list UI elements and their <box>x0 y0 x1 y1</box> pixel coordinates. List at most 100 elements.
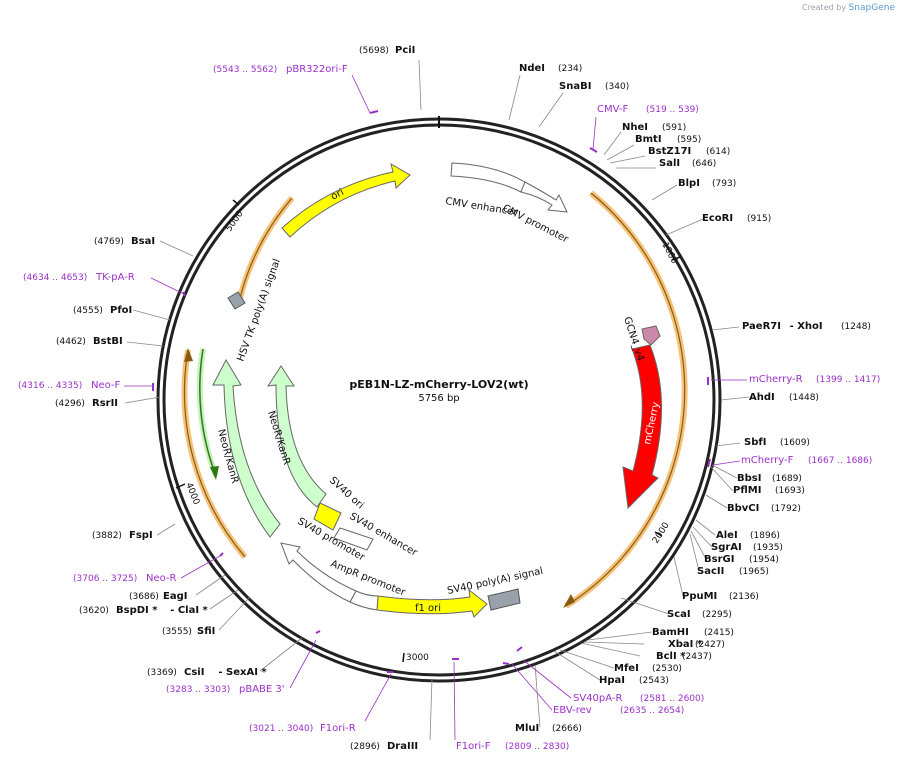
orf-arc-neo-line <box>183 349 246 558</box>
tick-1000: 1000 <box>659 241 679 266</box>
enzyme-bsai-name: BsaI <box>131 236 155 247</box>
label-hsv-tk-polya: HSV TK poly(A) signal <box>235 257 282 363</box>
enzyme-bbvci-pos: (1792) <box>771 504 801 514</box>
enzyme-snabi-pos: (340) <box>605 82 629 92</box>
orf-arc-green <box>196 348 219 478</box>
enzyme-bsrgi-pos: (1954) <box>749 555 779 565</box>
enzyme-xbai-pos: (2427) <box>695 640 725 650</box>
enzyme-draiii-pos: (2896) <box>350 742 380 752</box>
feature-neo-kanr-inner <box>266 365 327 508</box>
label-sv40-ori: SV40 ori <box>327 475 366 511</box>
watermark-created-by: Created by <box>802 3 847 12</box>
enzyme-rsrii-pos: (4296) <box>55 399 85 409</box>
enzyme-mlui-name: MluI <box>515 723 539 734</box>
feature-cmv-promoter <box>520 181 568 213</box>
enzyme-paer7i-name: PaeR7I <box>742 321 781 332</box>
enzyme-bamhi-pos: (2415) <box>704 628 734 638</box>
enzyme-pcii-name: PciI <box>395 45 415 56</box>
enzyme-bcli-pos: (2437) <box>682 652 712 662</box>
enzyme-bstz17i-pos: (614) <box>706 147 730 157</box>
enzyme-sali-name: SalI <box>659 158 680 169</box>
enzyme-csii-name: CsiI <box>184 667 204 678</box>
enzyme-blpi-name: BlpI <box>678 178 700 189</box>
enzyme-alei-pos: (1896) <box>750 531 780 541</box>
enzyme-bmti-pos: (595) <box>677 135 701 145</box>
primer-mcherryf-name: mCherry-F <box>741 455 794 466</box>
primer-f1orif-range: (2809 .. 2830) <box>505 742 569 752</box>
enzyme-bstbi-pos: (4462) <box>56 337 86 347</box>
enzyme-bstz17i-name: BstZ17I <box>648 146 691 157</box>
label-f1-ori: f1 ori <box>415 603 441 614</box>
enzyme-paer7i-extra: - XhoI <box>790 321 823 332</box>
enzyme-eagi-name: EagI <box>163 591 187 602</box>
enzyme-csii-pos: (3369) <box>147 668 177 678</box>
enzyme-sbfi-name: SbfI <box>744 437 766 448</box>
enzyme-alei-name: AleI <box>716 530 738 541</box>
enzyme-sgrai-name: SgrAI <box>711 542 742 553</box>
enzyme-ecori-pos: (915) <box>747 214 771 224</box>
tick-mark-5000 <box>232 199 240 206</box>
enzyme-fspi-name: FspI <box>129 530 153 541</box>
primer-neor-name: Neo-R <box>146 573 177 584</box>
enzyme-hpai-pos: (2543) <box>639 676 669 686</box>
feature-mcherry <box>622 344 662 510</box>
primer-marks <box>152 110 711 673</box>
tick-3000: 3000 <box>406 653 429 663</box>
enzyme-ppumi-name: PpuMI <box>682 591 717 602</box>
enzyme-leader-lines <box>124 59 750 741</box>
feature-f1-ori <box>376 588 488 618</box>
primer-neof-range: (4316 .. 4335) <box>18 381 82 391</box>
primer-neof-name: Neo-F <box>91 380 121 391</box>
tick-mark-3000 <box>402 652 405 663</box>
primer-cmvf-range: (519 .. 539) <box>646 105 699 115</box>
primer-pbr322orif-name: pBR322ori-F <box>286 64 348 75</box>
tick-mark-1000 <box>671 256 681 261</box>
primer-leader-lines <box>124 74 747 741</box>
enzyme-ecori-name: EcoRI <box>702 213 733 224</box>
enzyme-ahdi-pos: (1448) <box>789 393 819 403</box>
enzyme-sacii-pos: (1965) <box>739 567 769 577</box>
enzyme-bbvci-name: BbvCI <box>727 503 759 514</box>
feature-sv40-polya <box>487 588 521 611</box>
watermark-brand: SnapGene <box>848 3 895 13</box>
primer-neor-range: (3706 .. 3725) <box>73 574 137 584</box>
label-gcn4: GCN4_v4 <box>621 316 646 363</box>
snapgene-watermark: Created by SnapGene <box>802 3 895 13</box>
primer-pbabe3-range: (3283 .. 3303) <box>166 685 230 695</box>
orf-arc-mcherry-line <box>565 192 686 607</box>
tick-5000: 5000 <box>224 209 245 234</box>
enzyme-rsrii-name: RsrII <box>92 398 118 409</box>
primer-tkpar-range: (4634 .. 4653) <box>23 273 87 283</box>
enzyme-sgrai-pos: (1935) <box>753 543 783 553</box>
enzyme-pflmi-pos: (1693) <box>775 486 805 496</box>
enzyme-blpi-pos: (793) <box>712 179 736 189</box>
enzyme-bspdi-name: BspDI * <box>116 605 158 616</box>
primer-sv40par-range: (2581 .. 2600) <box>640 694 704 704</box>
enzyme-bstbi-name: BstBI <box>93 336 123 347</box>
primer-f1orir-name: F1ori-R <box>320 723 356 734</box>
feature-cmv-enhancer <box>450 162 526 193</box>
primer-mcherryf-range: (1667 .. 1686) <box>808 456 872 466</box>
enzyme-mfei-pos: (2530) <box>652 664 682 674</box>
feature-sv40-promoter <box>280 542 357 603</box>
feature-sv40-ori <box>313 502 342 531</box>
tick-4000: 4000 <box>183 481 201 506</box>
enzyme-nhei-name: NheI <box>622 122 648 133</box>
enzyme-snabi-name: SnaBI <box>559 81 591 92</box>
primer-cmvf-name: CMV-F <box>597 104 628 115</box>
enzyme-sfii-pos: (3555) <box>162 627 192 637</box>
plasmid-name: pEB1N-LZ-mCherry-LOV2(wt) <box>349 378 528 391</box>
feature-gcn4 <box>641 325 661 346</box>
enzyme-sacii-name: SacII <box>697 566 724 577</box>
label-sv40-polya: SV40 poly(A) signal <box>446 566 544 597</box>
primer-mcherryr-range: (1399 .. 1417) <box>816 375 880 385</box>
primer-ebvrev-name: EBV-rev <box>553 705 592 716</box>
enzyme-draiii-name: DraIII <box>387 741 418 752</box>
enzyme-bmti-name: BmtI <box>635 134 662 145</box>
feature-hsv-tk-polya <box>227 291 246 310</box>
orf-arc-arrow-mcherry <box>563 594 575 608</box>
enzyme-pcii-pos: (5698) <box>359 46 389 56</box>
enzyme-sfii-name: SfiI <box>197 626 215 637</box>
enzyme-hpai-name: HpaI <box>599 675 625 686</box>
enzyme-bcli-name: BclI * <box>656 651 686 662</box>
